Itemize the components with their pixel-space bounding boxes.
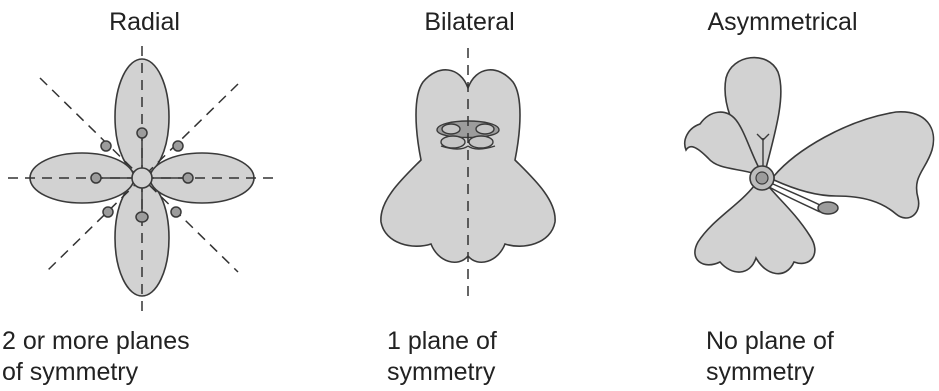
radial-flower-diagram (0, 0, 313, 320)
panel-asymmetrical: Asymmetrical No plane of symmetry (626, 0, 939, 391)
radial-anther-bl (103, 207, 113, 217)
bilateral-corolla (381, 70, 555, 262)
radial-anther-tr (173, 141, 183, 151)
radial-caption-line2: of symmetry (2, 357, 190, 388)
asymmetrical-caption-line1: No plane of (706, 326, 834, 357)
radial-anther-right (183, 173, 193, 183)
radial-anther-tl (101, 141, 111, 151)
asymmetrical-caption: No plane of symmetry (706, 326, 834, 388)
asymmetrical-caption-line2: symmetry (706, 357, 834, 388)
asym-stigma (818, 202, 838, 214)
asym-petal-bottom (695, 186, 815, 274)
radial-anther-left (91, 173, 101, 183)
radial-anther-top (137, 128, 147, 138)
bilateral-caption-line2: symmetry (387, 357, 497, 388)
panel-radial: Radial (0, 0, 313, 391)
panel-bilateral: Bilateral 1 plane of symmetry (313, 0, 626, 391)
asymmetrical-flower-diagram (626, 0, 939, 320)
radial-anther-bottom (136, 212, 148, 222)
radial-anther-br (171, 207, 181, 217)
radial-caption-line1: 2 or more planes (2, 326, 190, 357)
radial-center (132, 168, 152, 188)
bilateral-caption: 1 plane of symmetry (387, 326, 497, 388)
bilateral-caption-line1: 1 plane of (387, 326, 497, 357)
bilateral-flower-diagram (313, 0, 626, 320)
radial-caption: 2 or more planes of symmetry (2, 326, 190, 388)
